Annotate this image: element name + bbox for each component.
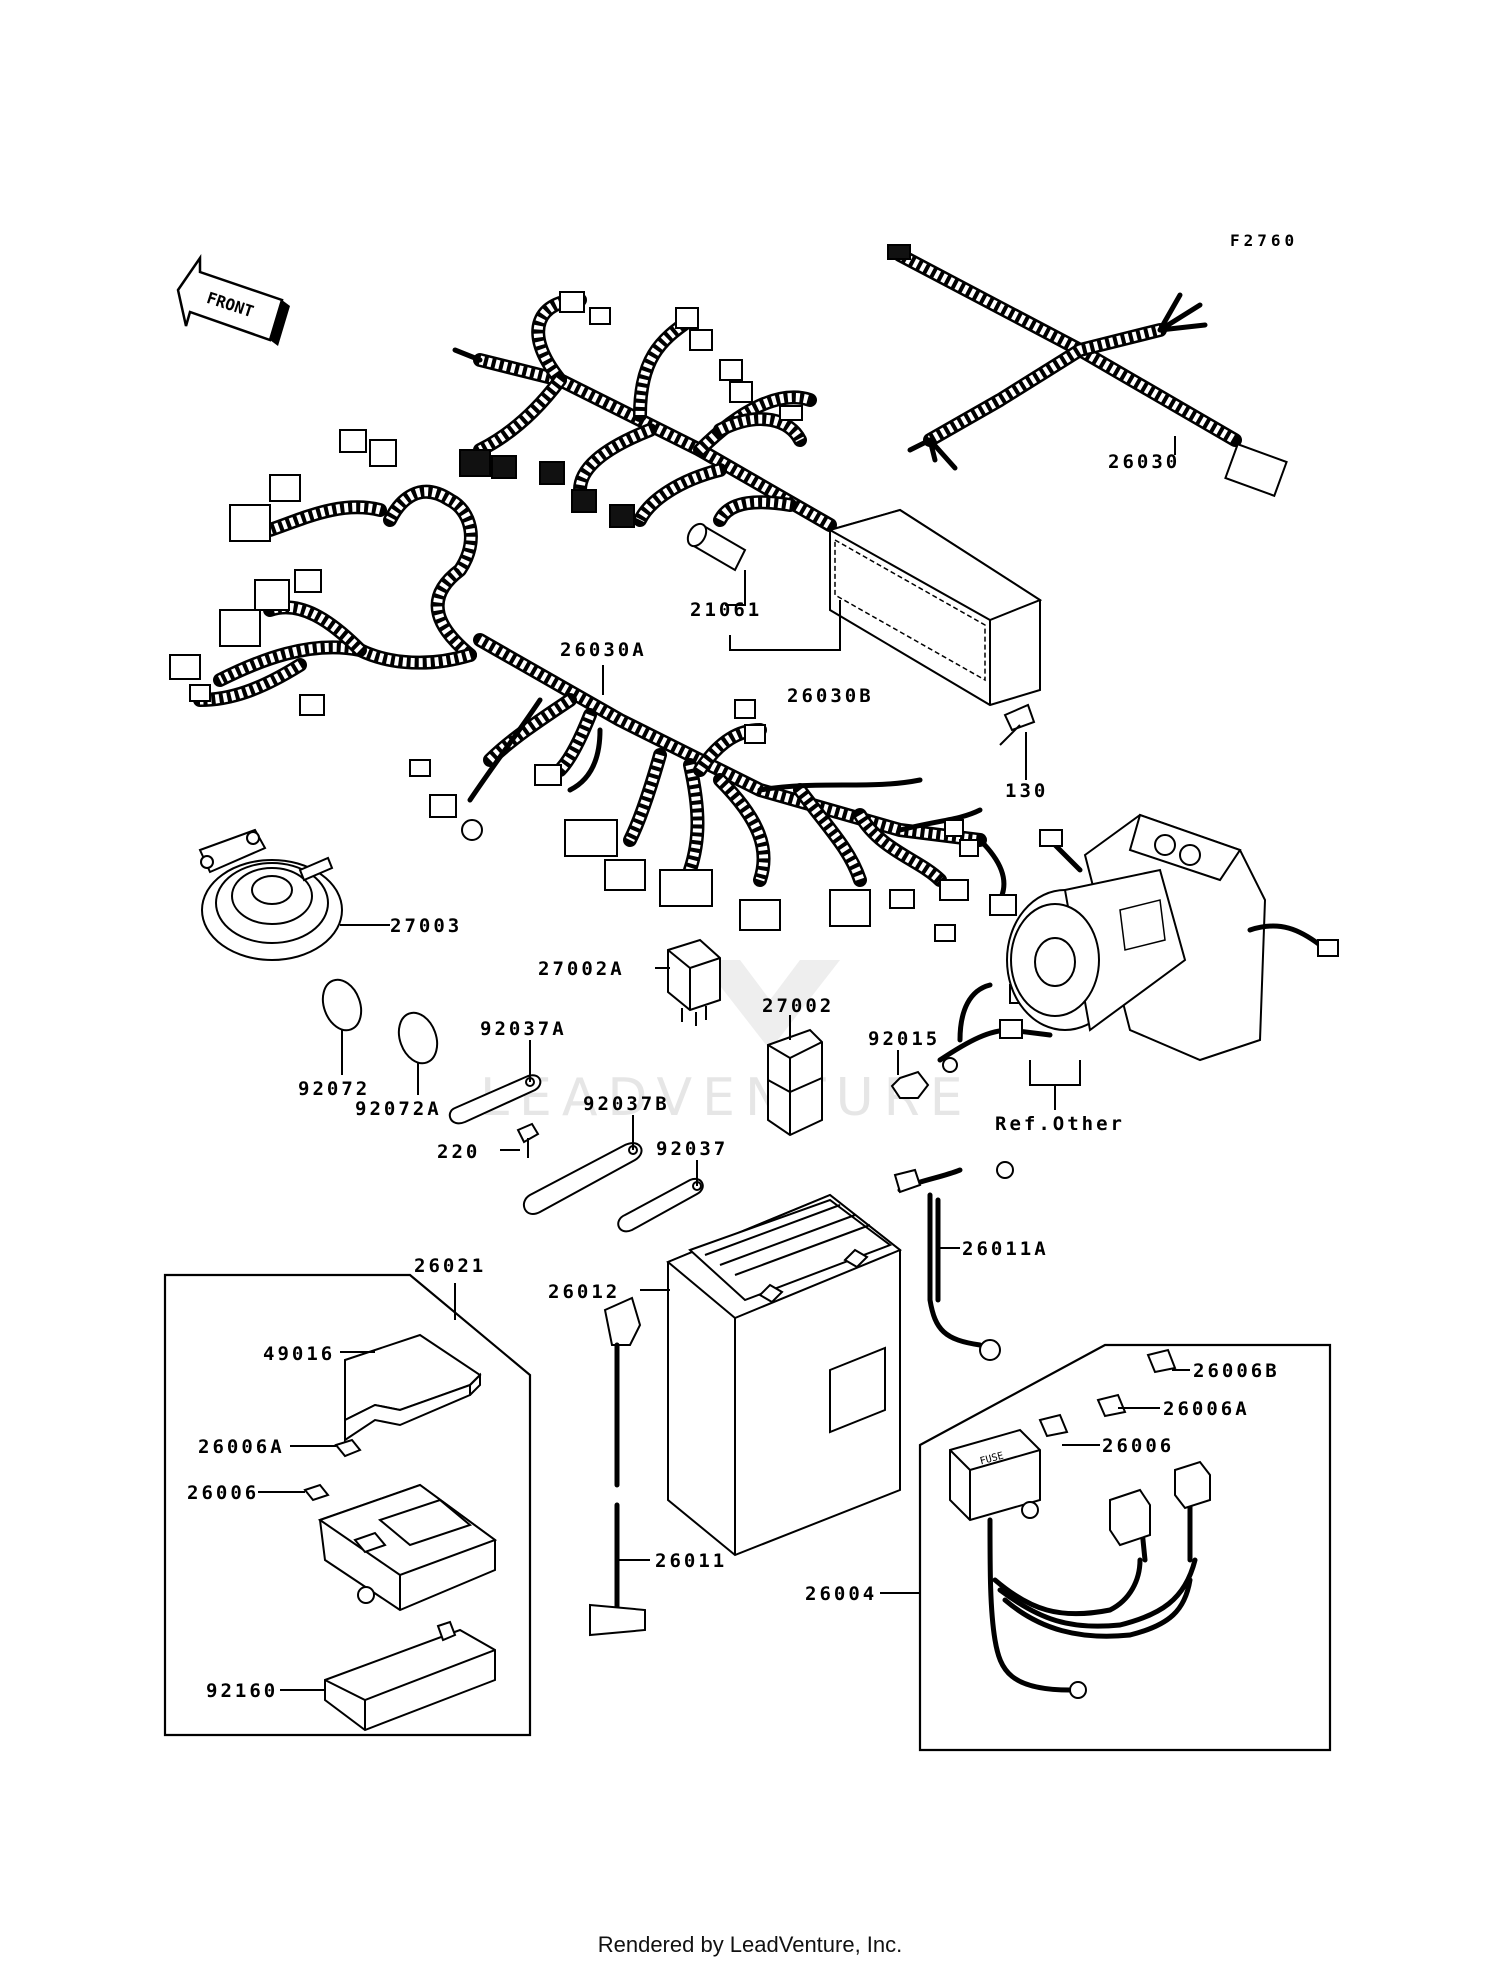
part-26011A-cable: [893, 1161, 1014, 1361]
label-26030B: 26030B: [787, 685, 874, 707]
part-26012-battery: [666, 1193, 902, 1557]
label-26011: 26011: [655, 1550, 727, 1572]
part-21061-cap: [686, 522, 747, 572]
label-92037B: 92037B: [583, 1093, 670, 1115]
box-26021: [163, 1273, 532, 1737]
harness-connectors: [169, 291, 1033, 1004]
label-26011A: 26011A: [962, 1238, 1049, 1260]
part-92072-clamps: [321, 978, 439, 1065]
label-92160: 92160: [206, 1680, 278, 1702]
label-92072: 92072: [298, 1078, 370, 1100]
label-130: 130: [1005, 780, 1048, 802]
label-26004: 26004: [805, 1583, 877, 1605]
part-labels: 26030 21061 26030A 26030B 130 27003 2700…: [187, 451, 1280, 1702]
harness-26030: [887, 244, 1288, 498]
label-26006-right: 26006: [1102, 1435, 1174, 1457]
label-92037: 92037: [656, 1138, 728, 1160]
label-27002A: 27002A: [538, 958, 625, 980]
abs-unit: [1006, 813, 1339, 1062]
label-26030: 26030: [1108, 451, 1180, 473]
label-27003: 27003: [390, 915, 462, 937]
label-92072A: 92072A: [355, 1098, 442, 1120]
label-26006A-right: 26006A: [1163, 1398, 1250, 1420]
watermark-text: LEADVENTURE: [480, 1068, 973, 1128]
main-harness-26030A: [193, 293, 1007, 903]
figure-id: F2760: [1230, 231, 1298, 250]
label-26006B: 26006B: [1193, 1360, 1280, 1382]
part-130-bolt: [999, 703, 1036, 746]
label-92037A: 92037A: [480, 1018, 567, 1040]
part-92015-nut: [890, 982, 1053, 1099]
label-21061: 21061: [690, 599, 762, 621]
label-26021: 26021: [414, 1255, 486, 1277]
part-27002: [767, 1028, 823, 1137]
watermark: LEADVENTURE: [480, 960, 973, 1128]
label-220: 220: [437, 1141, 480, 1163]
label-ref-other: Ref.Other: [995, 1113, 1125, 1135]
footer-credit: Rendered by LeadVenture, Inc.: [598, 1932, 903, 1957]
label-27002: 27002: [762, 995, 834, 1017]
part-27003-horn: [198, 828, 343, 961]
part-27002A-relay: [667, 938, 721, 1026]
part-26011-cable: [589, 1296, 646, 1637]
label-26012: 26012: [548, 1281, 620, 1303]
label-92015: 92015: [868, 1028, 940, 1050]
part-220-screw: [516, 1122, 540, 1158]
leader-lines: [258, 436, 1190, 1691]
front-arrow-icon: FRONT: [176, 253, 290, 346]
part-26030B-box: [827, 508, 1043, 707]
label-26006A-left: 26006A: [198, 1436, 285, 1458]
part-92037-straps: [448, 1074, 704, 1233]
label-26006-left: 26006: [187, 1482, 259, 1504]
box-26004: FUSE: [918, 1343, 1332, 1752]
label-49016: 49016: [263, 1343, 335, 1365]
label-26030A: 26030A: [560, 639, 647, 661]
